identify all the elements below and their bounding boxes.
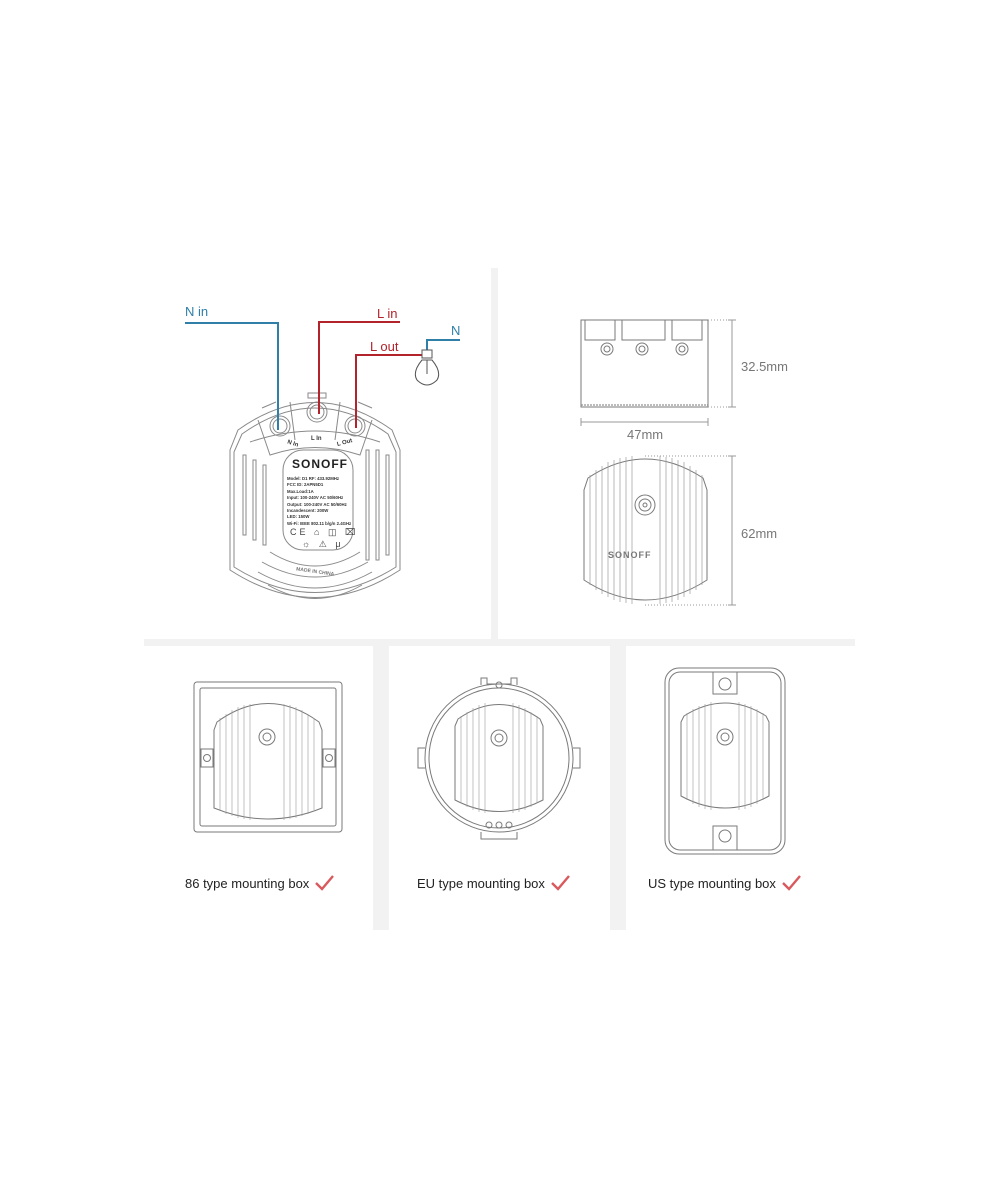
side-view-drawing bbox=[580, 319, 736, 606]
certification-icons: CE ⌂ ◫ ⌧ bbox=[290, 527, 358, 538]
checkmark-icon bbox=[315, 875, 335, 891]
dimensions-panel: SONOFF 32.5mm 47mm 62mm bbox=[560, 300, 840, 620]
spec-line: FCC ID: 2APN5D1 bbox=[287, 482, 324, 488]
double-insulation-icon: ◫ bbox=[327, 527, 340, 537]
spec-line: Model: D1 RF: 433.92MHz bbox=[287, 476, 340, 481]
n-label: N bbox=[451, 323, 461, 338]
weee-bin-icon: ⌧ bbox=[345, 527, 359, 537]
mounting-eu-panel: EU type mounting box bbox=[389, 660, 610, 910]
checkmark-icon bbox=[782, 875, 801, 891]
mounting-us-label: US type mounting box bbox=[648, 875, 776, 891]
n-in-label: N in bbox=[185, 304, 209, 319]
divider-vertical-bottom-2 bbox=[610, 646, 626, 930]
home-icon: ⌂ bbox=[314, 527, 323, 537]
warning-icon: ⚠ bbox=[318, 539, 330, 549]
height-dimension-label: 32.5mm bbox=[741, 359, 788, 374]
spec-line: Wi-Fi: IEEE 802.11 b/g/n 2.4GHz bbox=[287, 520, 352, 526]
divider-vertical-bottom-1 bbox=[373, 646, 389, 930]
spec-line: Incandescent: 200W bbox=[287, 508, 329, 514]
device-spec-list: Model: D1 RF: 433.92MHz FCC ID: 2APN5D1 … bbox=[287, 476, 357, 527]
micro-gap-icon: μ bbox=[335, 539, 344, 549]
l-in-label: L in bbox=[377, 306, 398, 321]
checkmark-icon bbox=[551, 875, 570, 891]
certification-icons-row2: ☼ ⚠ μ bbox=[302, 539, 344, 550]
mounting-86-drawing bbox=[193, 681, 343, 833]
wiring-diagram-panel: N in L in L out N bbox=[150, 280, 480, 620]
sun-icon: ☼ bbox=[302, 539, 314, 549]
width-dimension-label: 47mm bbox=[627, 427, 664, 442]
spec-line: LED: 150W bbox=[287, 514, 310, 520]
wiring-drawing bbox=[185, 321, 460, 599]
ce-icon: CE bbox=[290, 527, 309, 537]
mounting-eu-drawing bbox=[417, 677, 581, 840]
divider-vertical-top bbox=[491, 268, 498, 640]
mounting-eu-caption: EU type mounting box bbox=[417, 875, 570, 891]
mounting-us-panel: US type mounting box bbox=[626, 660, 856, 910]
terminal-label-l-in: L In bbox=[311, 436, 322, 442]
mounting-86-panel: 86 type mounting box bbox=[150, 660, 370, 910]
sonoff-logo-front: SONOFF bbox=[608, 550, 652, 560]
mounting-us-caption: US type mounting box bbox=[648, 875, 801, 891]
spec-line: Output: 100-240V AC 50/60Hz bbox=[287, 501, 347, 507]
mounting-eu-label: EU type mounting box bbox=[417, 875, 545, 891]
brand-logo: SONOFF bbox=[292, 457, 348, 471]
mounting-86-label: 86 type mounting box bbox=[185, 875, 310, 891]
mounting-us-drawing bbox=[664, 667, 786, 855]
spec-line: Max.Load:1A bbox=[287, 488, 314, 494]
mounting-86-caption: 86 type mounting box bbox=[185, 875, 335, 891]
divider-horizontal bbox=[144, 639, 855, 646]
length-dimension-label: 62mm bbox=[741, 526, 778, 541]
l-out-label: L out bbox=[370, 339, 399, 354]
spec-line: Input: 100-240V AC 50/60Hz bbox=[287, 495, 344, 501]
